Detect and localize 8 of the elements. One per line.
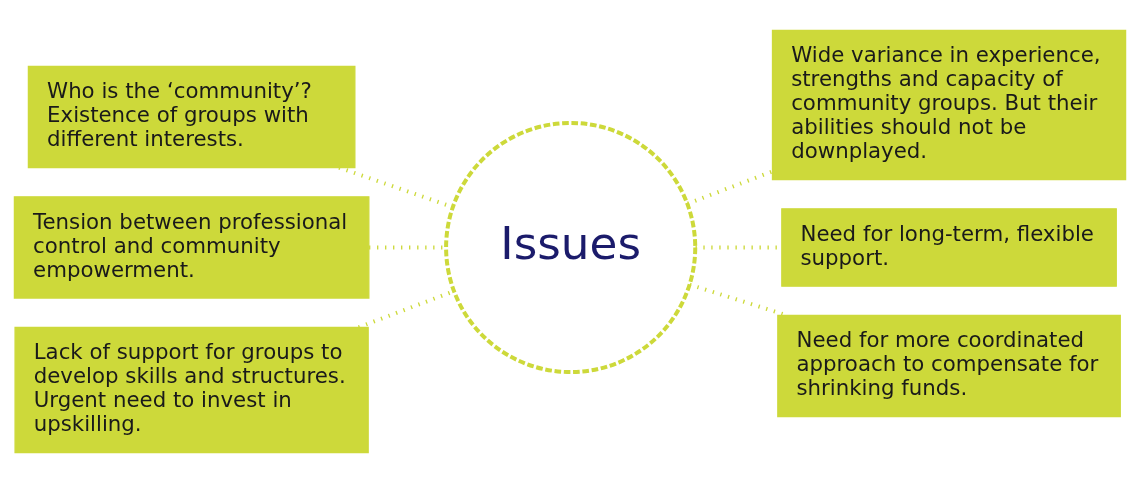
node-box: Wide variance in experience, strengths and capacity of community groups. But their abilities should not be downplayed. xyxy=(771,29,1127,180)
node-box: Lack of support for groups to develop skills and structures. Urgent need to invest in upskilling. xyxy=(14,326,369,453)
node-box: Need for long-term, flexible support. xyxy=(781,207,1117,287)
node-circle: Issues xyxy=(444,120,698,374)
node-box: Need for more coordinated approach to compensate for shrinking funds. xyxy=(777,314,1121,417)
connector xyxy=(687,169,773,205)
node-box: Who is the ‘community’? Existence of groups with different interests. xyxy=(27,65,356,168)
node-box: Tension between professional control and community empowerment. xyxy=(13,195,370,299)
